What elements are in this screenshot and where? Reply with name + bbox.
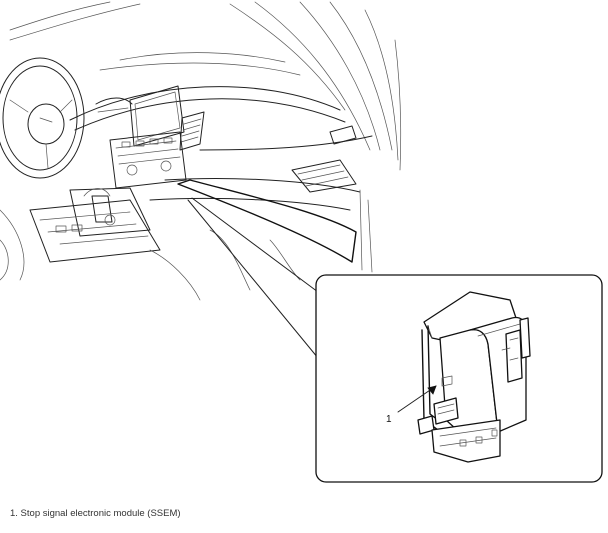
callout-1: 1 bbox=[386, 385, 437, 425]
windshield-lines bbox=[9, 1, 402, 171]
vehicle-interior-diagram: 1 bbox=[0, 1, 603, 483]
ssem-module bbox=[417, 291, 531, 463]
detail-leader-lines bbox=[187, 197, 319, 359]
steering-wheel bbox=[0, 57, 85, 179]
center-console bbox=[0, 187, 301, 301]
callout-1-number: 1 bbox=[386, 414, 392, 425]
figure-caption: 1. Stop signal electronic module (SSEM) bbox=[10, 508, 181, 519]
dashboard bbox=[69, 52, 373, 273]
